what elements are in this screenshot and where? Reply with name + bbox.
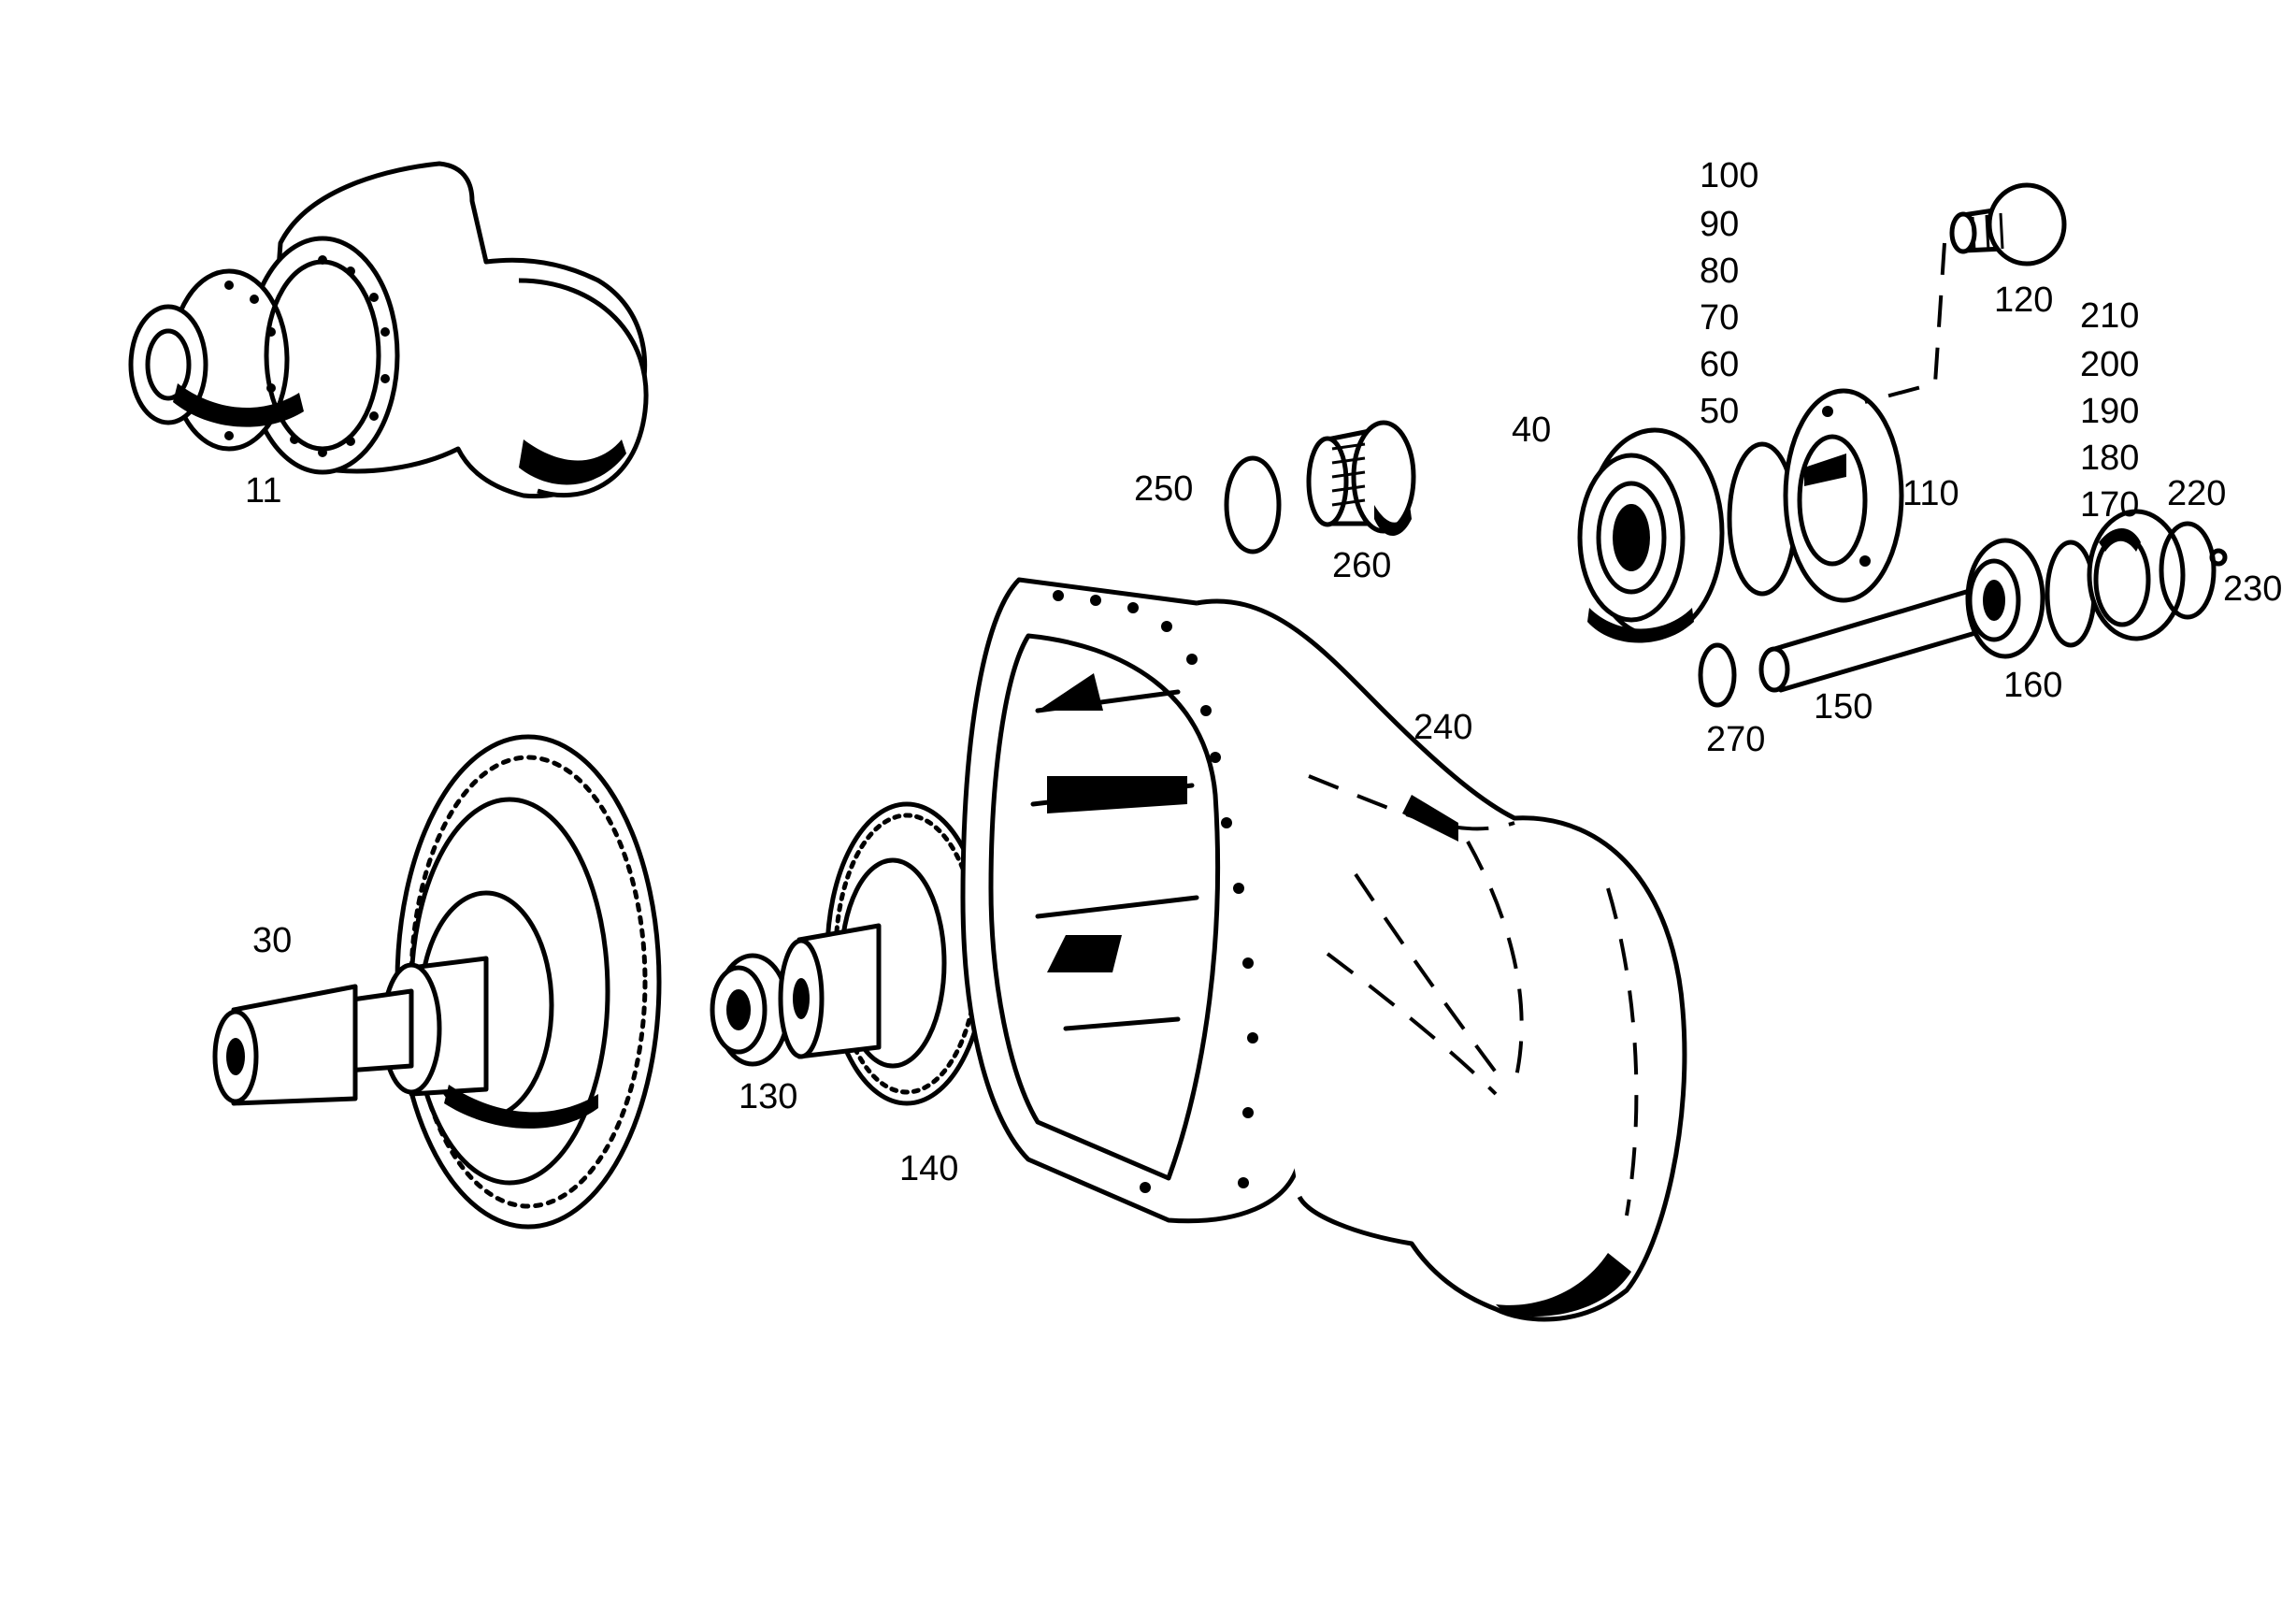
part-140-gear-pinion [778,801,989,1106]
label-130: 130 [739,1077,797,1116]
label-220: 220 [2167,474,2226,513]
label-270: 270 [1706,720,1765,759]
label-260: 260 [1332,546,1391,585]
label-40: 40 [1512,410,1551,450]
label-70: 70 [1700,298,1739,338]
label-230: 230 [2223,569,2282,609]
part-260-plug [1306,420,1416,537]
label-110: 110 [1902,474,1959,513]
label-160: 160 [2003,666,2062,705]
part-170-ring [2045,540,2097,648]
part-130-bearing [710,953,791,1067]
part-110-cover [1783,388,1904,603]
label-240: 240 [1413,708,1472,747]
label-60: 60 [1700,345,1739,384]
label-120: 120 [1994,281,2053,320]
label-170: 170 [2080,485,2139,525]
label-190: 190 [2080,392,2139,431]
part-11-drive-unit [128,161,649,499]
label-180: 180 [2080,439,2139,478]
label-80: 80 [1700,252,1739,291]
part-120-screw [1864,182,2067,404]
part-250-o-ring [1224,455,1282,554]
label-50: 50 [1700,392,1739,431]
part-40-bearing [1577,427,1725,643]
part-150-pin [1758,584,1994,693]
label-200: 200 [2080,345,2139,384]
label-150: 150 [1814,687,1873,727]
part-220-o-ring [2159,521,2217,620]
label-30: 30 [252,921,292,960]
label-140: 140 [899,1149,958,1188]
label-11: 11 [245,471,281,511]
part-240-housing [960,577,1687,1322]
part-30-gear-shaft [212,734,662,1230]
label-210: 210 [2080,296,2139,336]
label-250: 250 [1134,469,1193,509]
part-160-bearing [1965,538,2045,659]
part-180-210-sleeve [2087,509,2186,641]
part-230-ball [2209,548,2228,567]
label-90: 90 [1700,205,1739,244]
part-270-o-ring [1698,642,1737,708]
label-100: 100 [1700,156,1758,195]
part-labels: 11 30 130 140 240 250 260 40 100 90 80 7… [245,156,2282,1188]
